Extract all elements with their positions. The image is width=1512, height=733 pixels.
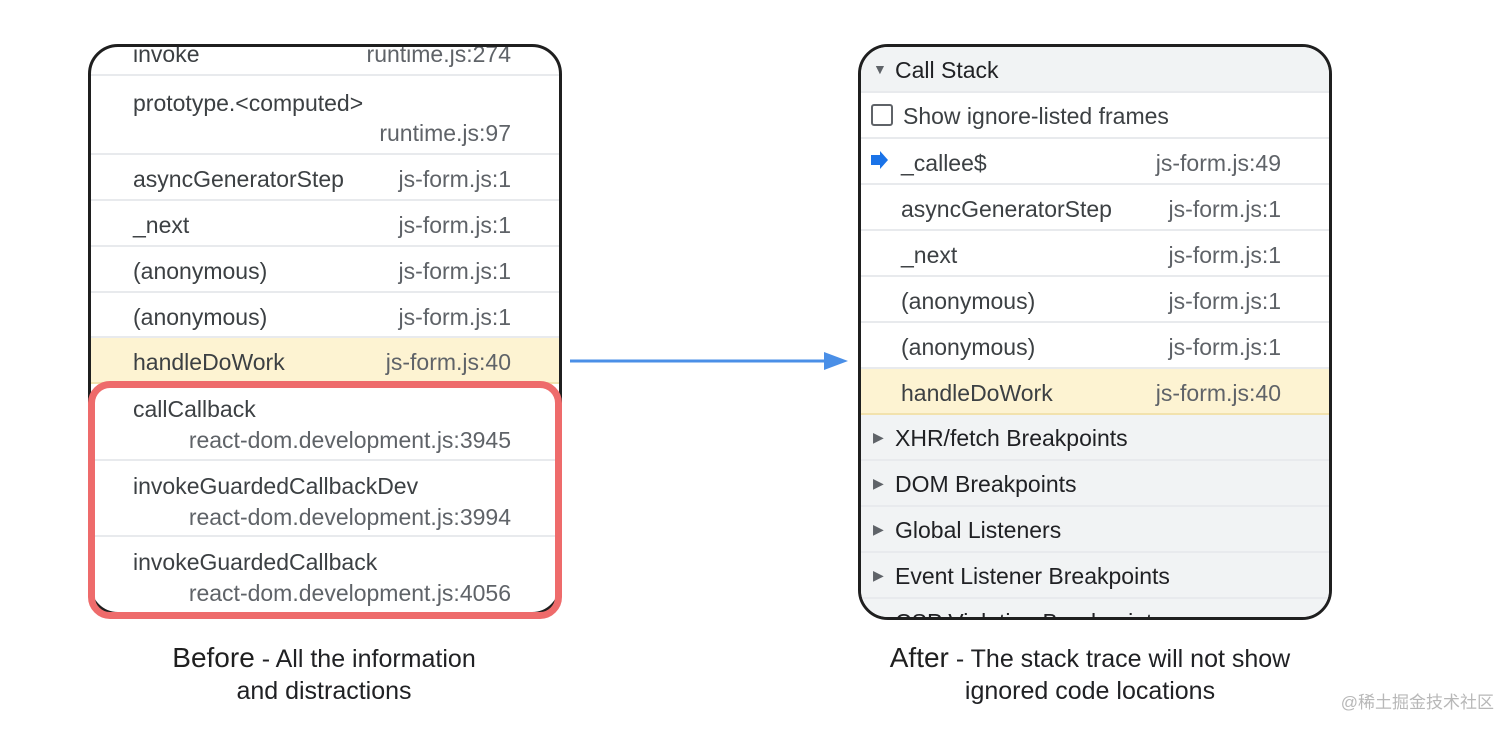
- stack-frame[interactable]: (anonymous) js-form.js:1: [91, 293, 559, 338]
- section-title: XHR/fetch Breakpoints: [895, 425, 1128, 451]
- stack-frame[interactable]: (anonymous) js-form.js:1: [91, 247, 559, 293]
- stack-frame[interactable]: _next js-form.js:1: [91, 201, 559, 247]
- section-title: Global Listeners: [895, 517, 1062, 543]
- frame-location[interactable]: js-form.js:49: [1155, 150, 1281, 176]
- stack-frame[interactable]: (anonymous) js-form.js:1: [861, 323, 1329, 369]
- xhr-fetch-breakpoints-header[interactable]: ▶ XHR/fetch Breakpoints: [861, 415, 1329, 461]
- show-ignored-frames-row[interactable]: Show ignore-listed frames: [861, 93, 1329, 139]
- frame-function: asyncGeneratorStep: [901, 196, 1112, 222]
- caption-bold: Before: [172, 642, 255, 673]
- frame-function: prototype.<computed>: [133, 90, 364, 116]
- frame-function: (anonymous): [901, 288, 1036, 314]
- csp-violation-breakpoints-header[interactable]: ▶ CSP Violation Breakpoints: [861, 599, 1329, 617]
- before-call-stack-panel: invoke runtime.js:274 prototype.<compute…: [88, 44, 562, 615]
- frame-location[interactable]: js-form.js:1: [398, 304, 511, 330]
- watermark: @稀土掘金技术社区: [1340, 693, 1494, 712]
- stack-frame-selected[interactable]: handleDoWork js-form.js:40: [91, 338, 559, 384]
- after-call-stack-panel: ▼ Call Stack Show ignore-listed frames _…: [858, 44, 1332, 620]
- stack-frame[interactable]: invoke runtime.js:274: [91, 44, 559, 76]
- frame-function: _next: [133, 212, 190, 238]
- stack-frame[interactable]: invokeGuardedCallback react-dom.developm…: [91, 537, 559, 612]
- current-frame-arrow-icon: [871, 151, 888, 169]
- frame-function: invokeGuardedCallback: [133, 549, 378, 575]
- frame-location[interactable]: js-form.js:1: [1168, 242, 1281, 268]
- frame-location[interactable]: js-form.js:1: [398, 166, 511, 192]
- before-after-arrow-icon: [570, 352, 848, 370]
- stack-frame[interactable]: (anonymous) js-form.js:1: [861, 277, 1329, 323]
- frame-location[interactable]: js-form.js:1: [1168, 334, 1281, 360]
- section-title: Event Listener Breakpoints: [895, 563, 1170, 589]
- frame-location[interactable]: js-form.js:40: [385, 349, 511, 375]
- checkbox-label: Show ignore-listed frames: [903, 103, 1169, 129]
- frame-location[interactable]: js-form.js:1: [1168, 288, 1281, 314]
- stack-frame[interactable]: invokeGuardedCallbackDev react-dom.devel…: [91, 461, 559, 537]
- section-title: Call Stack: [895, 57, 999, 83]
- caption-bold: After: [889, 642, 949, 673]
- stack-frame[interactable]: prototype.<computed> runtime.js:97: [91, 78, 559, 155]
- stack-frame[interactable]: callCallback react-dom.development.js:39…: [91, 384, 559, 461]
- frame-function: handleDoWork: [901, 380, 1053, 406]
- stack-frame[interactable]: asyncGeneratorStep js-form.js:1: [91, 155, 559, 201]
- collapsed-triangle-icon: ▶: [873, 567, 884, 583]
- frame-location[interactable]: react-dom.development.js:3945: [188, 427, 511, 453]
- frame-location[interactable]: js-form.js:1: [1168, 196, 1281, 222]
- frame-function: asyncGeneratorStep: [133, 166, 344, 192]
- global-listeners-header[interactable]: ▶ Global Listeners: [861, 507, 1329, 553]
- stack-frame[interactable]: asyncGeneratorStep js-form.js:1: [861, 185, 1329, 231]
- stack-frame[interactable]: _next js-form.js:1: [861, 231, 1329, 277]
- frame-location[interactable]: react-dom.development.js:4056: [188, 580, 511, 606]
- frame-function: invoke: [133, 44, 200, 67]
- caption-text: - All the information: [254, 645, 476, 673]
- frame-location[interactable]: react-dom.development.js:3994: [188, 504, 511, 530]
- frame-function: _next: [901, 242, 958, 268]
- frame-location[interactable]: js-form.js:40: [1155, 380, 1281, 406]
- frame-function: callCallback: [133, 396, 256, 422]
- frame-location[interactable]: js-form.js:1: [398, 258, 511, 284]
- stack-frame-selected[interactable]: handleDoWork js-form.js:40: [861, 369, 1329, 415]
- caption-text: and distractions: [236, 677, 412, 705]
- stack-frame-current[interactable]: _callee$ js-form.js:49: [861, 139, 1329, 185]
- after-caption: After - The stack trace will not show ig…: [840, 642, 1340, 707]
- frame-function: invokeGuardedCallbackDev: [133, 473, 419, 499]
- frame-function: _callee$: [901, 150, 987, 176]
- call-stack-section-header[interactable]: ▼ Call Stack: [861, 47, 1329, 93]
- show-ignored-frames-checkbox[interactable]: [871, 104, 893, 126]
- expanded-triangle-icon: ▼: [873, 61, 887, 77]
- caption-text: ignored code locations: [964, 677, 1216, 705]
- collapsed-triangle-icon: ▶: [873, 475, 884, 491]
- frame-function: (anonymous): [133, 258, 268, 284]
- frame-function: (anonymous): [901, 334, 1036, 360]
- section-title: DOM Breakpoints: [895, 471, 1077, 497]
- caption-text: - The stack trace will not show: [948, 645, 1291, 673]
- collapsed-triangle-icon: ▶: [873, 613, 884, 617]
- before-caption: Before - All the information and distrac…: [114, 642, 534, 707]
- frame-function: handleDoWork: [133, 349, 285, 375]
- frame-location[interactable]: runtime.js:274: [366, 44, 511, 67]
- collapsed-triangle-icon: ▶: [873, 429, 884, 445]
- frame-function: (anonymous): [133, 304, 268, 330]
- collapsed-triangle-icon: ▶: [873, 521, 884, 537]
- frame-location[interactable]: runtime.js:97: [379, 120, 511, 146]
- dom-breakpoints-header[interactable]: ▶ DOM Breakpoints: [861, 461, 1329, 507]
- event-listener-breakpoints-header[interactable]: ▶ Event Listener Breakpoints: [861, 553, 1329, 599]
- frame-location[interactable]: js-form.js:1: [398, 212, 511, 238]
- section-title: CSP Violation Breakpoints: [895, 609, 1164, 617]
